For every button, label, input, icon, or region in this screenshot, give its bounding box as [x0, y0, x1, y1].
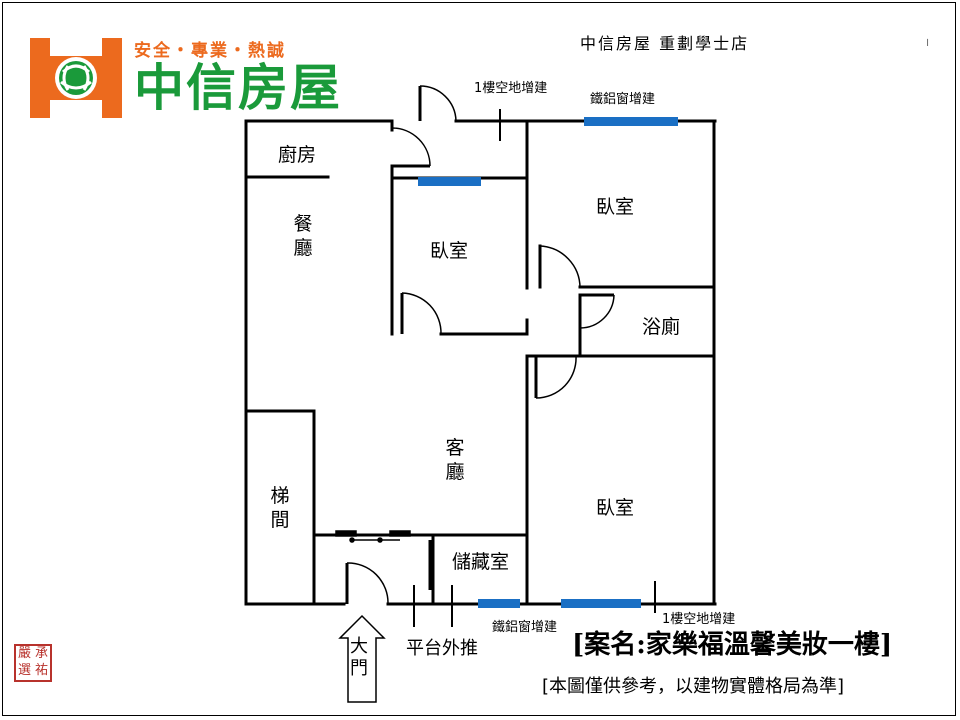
disclaimer: [本圖僅供參考，以建物實體格局為準]: [542, 676, 845, 697]
seal-char: 選: [17, 663, 31, 678]
room-label-bedroom-small: 臥室: [430, 240, 469, 262]
door-bathroom: [579, 293, 615, 329]
main-door-arrow-icon: [338, 614, 386, 703]
logo-slogan: 安全・專業・熱誠: [134, 41, 286, 61]
door-top-exterior: [418, 85, 457, 122]
main-door-label: 大門: [350, 636, 368, 679]
room-label-storage: 儲藏室: [452, 551, 510, 573]
window-bottom-a: [478, 599, 520, 608]
company-logo: 安全・專業・熱誠 中信房屋: [30, 38, 368, 120]
logo-name: 中信房屋: [134, 59, 342, 117]
note-top-window: 鐵鋁窗增建: [590, 92, 656, 107]
note-top-extension: 1樓空地增建: [474, 81, 548, 96]
room-label-dining: 餐廳: [293, 213, 313, 259]
room-label-bedroom-top-right: 臥室: [596, 196, 635, 218]
note-platform: 平台外推: [406, 638, 478, 659]
room-label-kitchen: 廚房: [278, 144, 317, 166]
room-label-stairs: 梯間: [270, 485, 290, 531]
door-bedroom-top-right: [538, 245, 581, 289]
door-main-entrance: [345, 562, 389, 605]
seal-char: 祐: [34, 663, 48, 678]
corner-mark: ╷: [924, 32, 932, 46]
room-label-living: 客廳: [445, 437, 465, 483]
door-bedroom-bottom-right: [534, 355, 577, 399]
logo-mark-icon: [30, 38, 122, 118]
case-title: [案名:家樂福溫馨美妝一樓]: [572, 630, 893, 660]
room-label-bathroom: 浴廁: [642, 316, 681, 338]
door-kitchen-passage: [391, 127, 431, 168]
door-small-bedroom: [400, 292, 442, 335]
window-bottom-b: [561, 599, 641, 608]
seal-stamp: 嚴 承 選 祐: [14, 644, 52, 682]
window-small-bedroom: [418, 177, 481, 186]
room-label-bedroom-bottom-right: 臥室: [596, 497, 635, 519]
sliding-door-entry: [335, 530, 411, 543]
store-name: 中信房屋 重劃學士店: [580, 34, 750, 53]
note-bottom-extension: 1樓空地增建: [662, 612, 736, 627]
window-top-right: [584, 117, 678, 126]
seal-char: 承: [34, 646, 48, 661]
seal-char: 嚴: [17, 646, 31, 661]
note-bottom-window: 鐵鋁窗增建: [492, 620, 558, 635]
